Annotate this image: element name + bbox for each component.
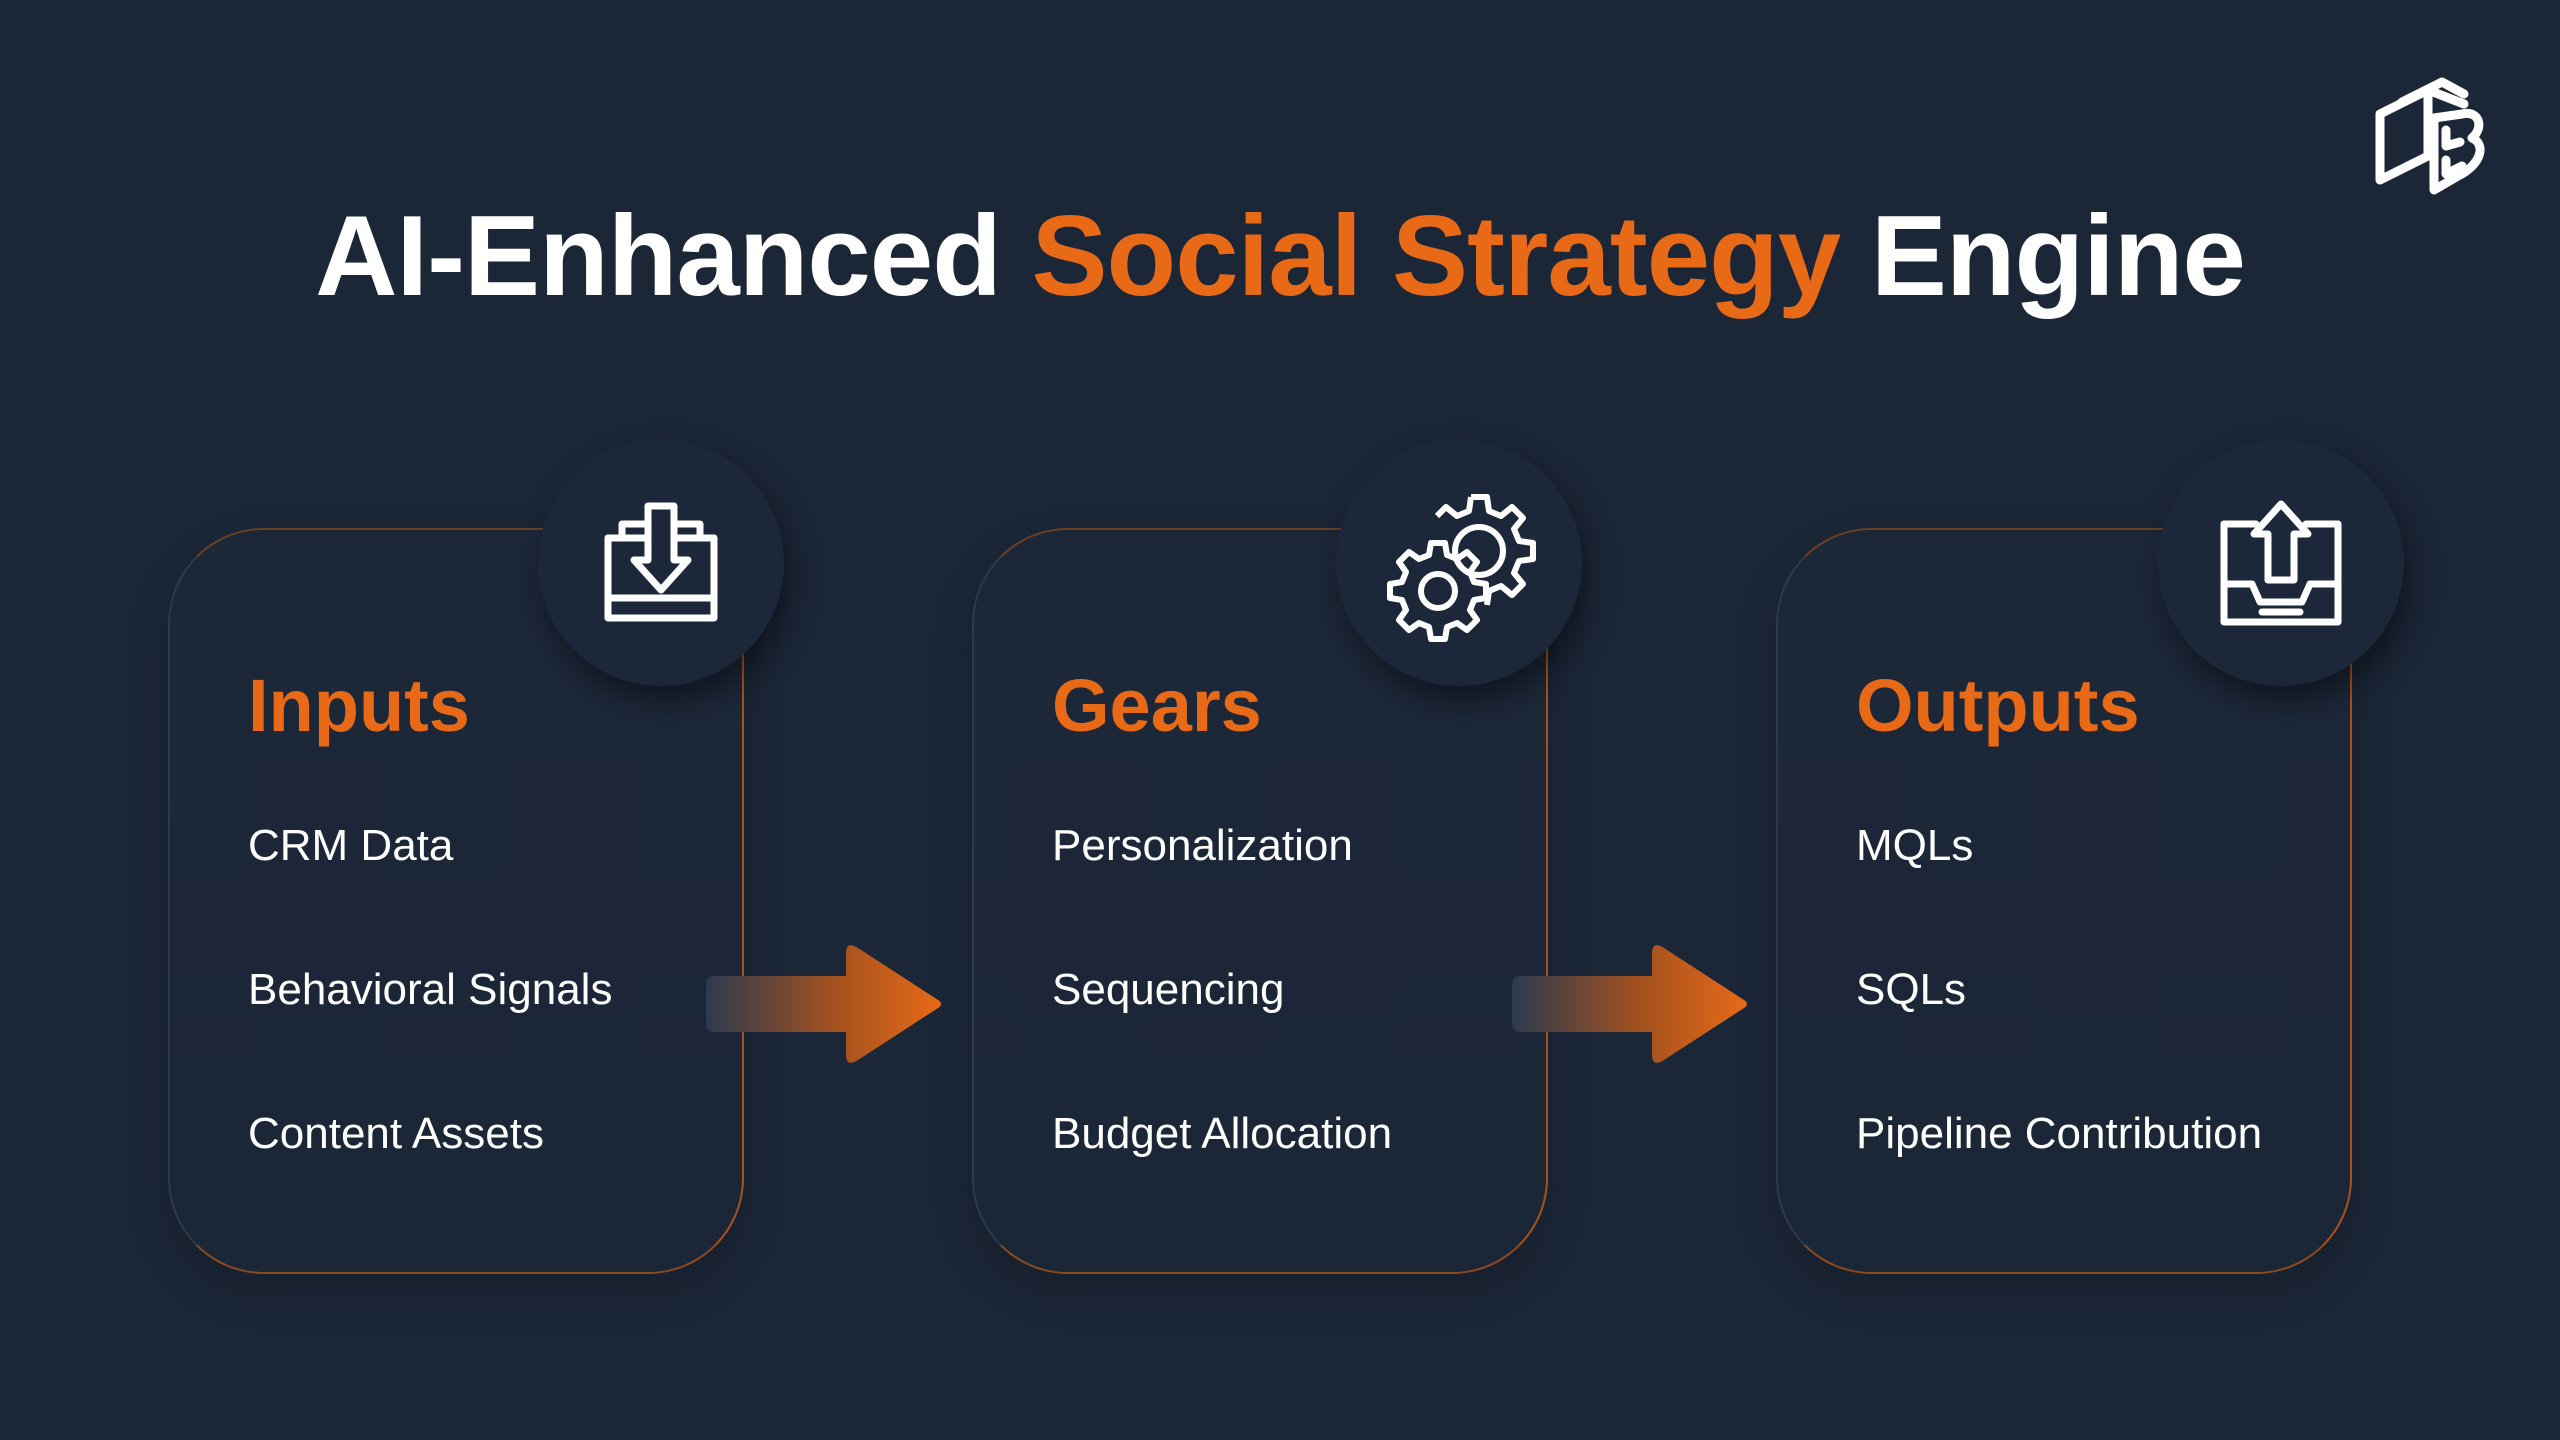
inputs-icon-badge (538, 440, 784, 686)
list-item: CRM Data (248, 821, 454, 870)
arrow-right-icon (1512, 945, 1747, 1063)
title-part-2: Engine (1870, 193, 2246, 320)
list-item: MQLs (1856, 821, 1974, 870)
card-heading: Gears (1052, 664, 1262, 747)
inbox-download-icon (604, 502, 718, 622)
list-item: SQLs (1856, 965, 1967, 1014)
gears-icon-badge (1336, 440, 1582, 686)
title-part-1: AI-Enhanced (315, 193, 1002, 320)
arrow-right-icon (706, 945, 941, 1063)
tray-upload-icon (2220, 500, 2342, 626)
gears-card: Gears Personalization Sequencing Budget … (972, 528, 1548, 1274)
list-item: Content Assets (248, 1109, 544, 1158)
list-item: Budget Allocation (1052, 1109, 1393, 1158)
list-item: Behavioral Signals (248, 965, 613, 1014)
list-item: Sequencing (1052, 965, 1285, 1014)
title-accent: Social Strategy (1031, 193, 1842, 320)
list-item: Personalization (1052, 821, 1353, 870)
card-heading: Outputs (1856, 664, 2140, 747)
card-heading: Inputs (248, 664, 470, 747)
brand-logo (2375, 77, 2485, 195)
page-title: AI-Enhanced Social Strategy Engine (0, 192, 2560, 322)
outputs-icon-badge (2158, 440, 2404, 686)
gears-icon (1387, 494, 1536, 642)
list-item: Pipeline Contribution (1856, 1109, 2263, 1158)
